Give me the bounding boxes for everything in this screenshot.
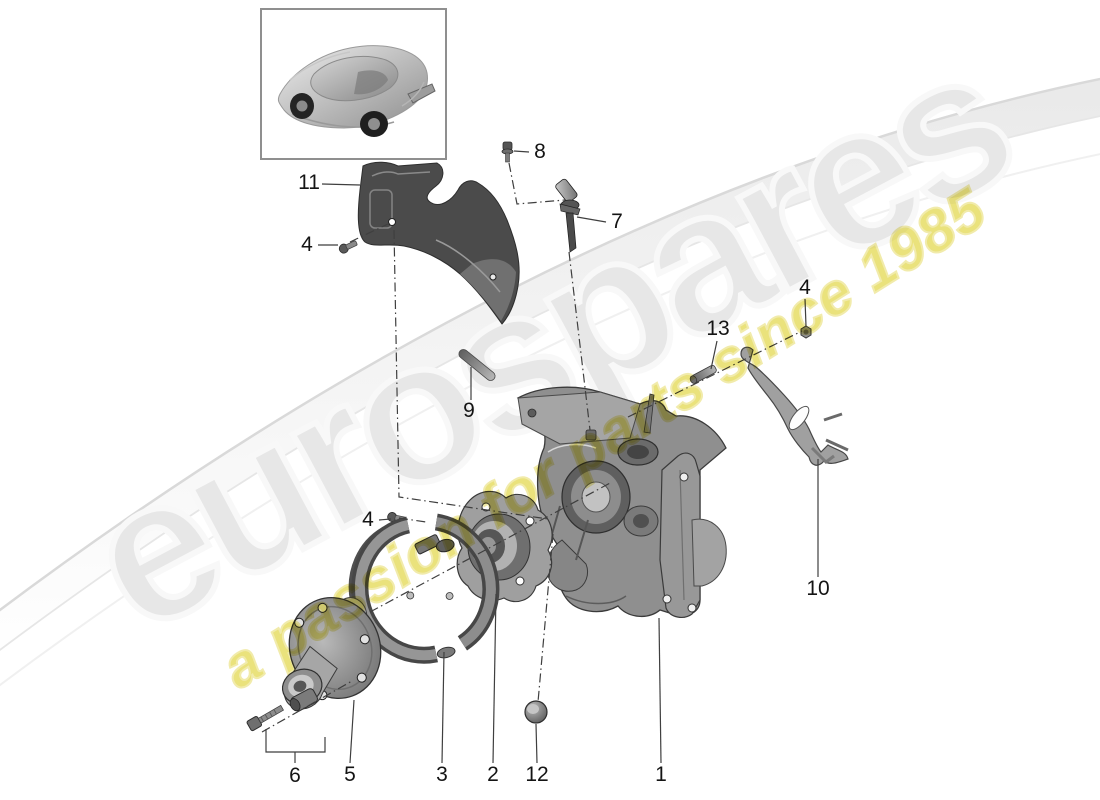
part-13-stud	[689, 365, 717, 384]
callout-13[interactable]: 13	[706, 317, 730, 340]
callout-6[interactable]: 6	[289, 764, 301, 787]
callout-4a[interactable]: 4	[301, 233, 313, 256]
callout-8[interactable]: 8	[534, 140, 546, 163]
callout-4b[interactable]: 4	[362, 508, 374, 531]
part-6-bolt-and-sleeve	[246, 688, 318, 732]
leader-lines	[265, 150, 819, 764]
callout-9[interactable]: 9	[463, 399, 475, 422]
callout-7[interactable]: 7	[611, 210, 623, 233]
callout-3[interactable]: 3	[436, 763, 448, 786]
callout-2[interactable]: 2	[487, 763, 499, 786]
part-12-cap	[524, 700, 548, 724]
callout-11[interactable]: 11	[298, 171, 320, 194]
part-11-stone-guard	[357, 161, 520, 325]
part-4a-bolt	[338, 240, 358, 254]
car-rear-three-quarter-icon	[277, 45, 436, 137]
callout-4c[interactable]: 4	[799, 276, 811, 299]
part-1-wheel-carrier	[516, 386, 727, 618]
callout-12[interactable]: 12	[525, 763, 549, 786]
part-9-pin	[458, 349, 496, 381]
part-7-speed-sensor	[555, 178, 581, 253]
part-10-bracket	[740, 346, 849, 466]
part-5-wheel-hub	[281, 597, 382, 710]
part-4c-nut	[800, 325, 812, 339]
part-8-bolt	[501, 141, 514, 163]
callout-1[interactable]: 1	[655, 763, 667, 786]
callout-5[interactable]: 5	[344, 763, 356, 786]
callout-10[interactable]: 10	[806, 577, 830, 600]
vehicle-thumbnail-box	[260, 8, 447, 160]
assembly-axis-lines	[261, 162, 803, 733]
